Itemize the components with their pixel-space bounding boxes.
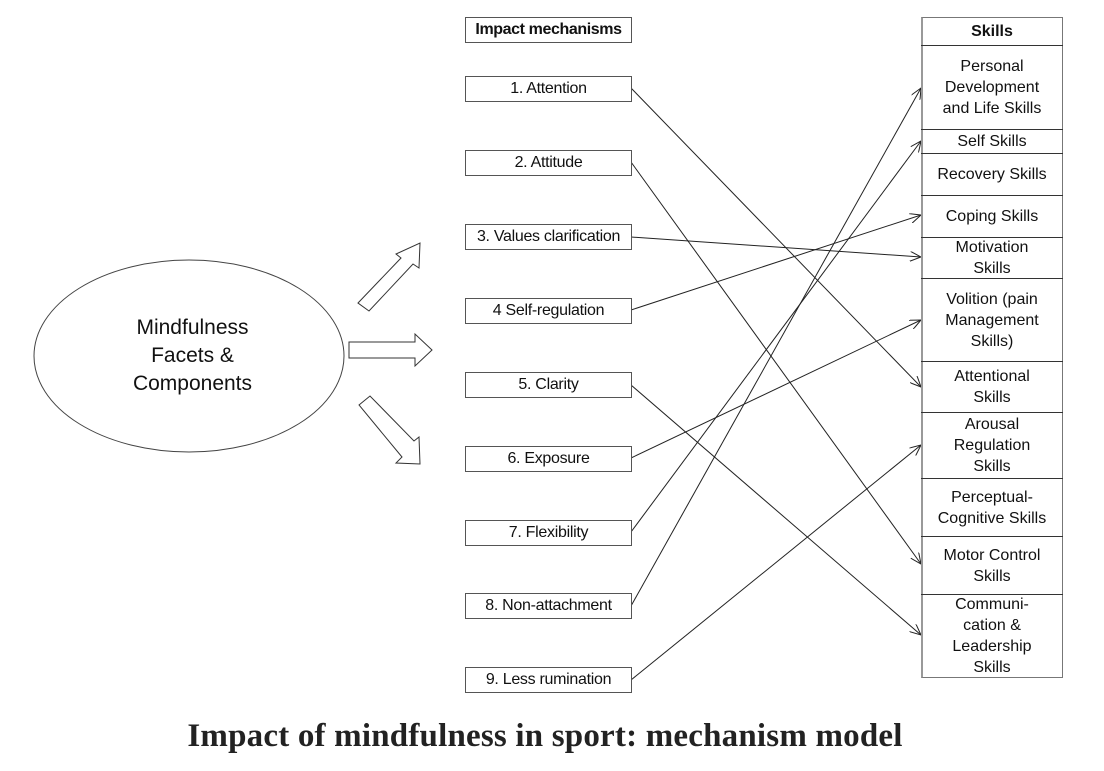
connections-layer <box>630 87 921 681</box>
skill-label: Perceptual-Cognitive Skills <box>937 488 1047 527</box>
skill-arousal-regulation: Arousal Regulation Skills <box>921 412 1063 478</box>
skill-label: Arousal Regulation Skills <box>953 416 1031 475</box>
connection-arrow-m8-to-s1 <box>630 88 921 607</box>
mechanism-box-values-clarification: 3. Values clarification <box>465 224 632 250</box>
skill-label: Coping Skills <box>945 208 1039 225</box>
skills-header: Skills <box>921 18 1063 45</box>
skill-label: Motor Control Skills <box>943 546 1041 585</box>
skill-label: Self Skills <box>957 133 1027 150</box>
mindfulness-label-line: Mindfulness <box>136 316 249 339</box>
connection-arrow-m2-to-s10 <box>630 161 921 564</box>
mechanism-box-clarity: 5. Clarity <box>465 372 632 398</box>
mechanism-box-non-attachment: 8. Non-attachment <box>465 593 632 619</box>
skill-label: Communi- cation & Leadership Skills <box>952 596 1032 676</box>
mindfulness-label-line: Components <box>132 372 253 395</box>
connection-arrow-m5-to-s11 <box>630 384 921 635</box>
mindfulness-ellipse <box>33 259 345 453</box>
skill-coping: Coping Skills <box>921 195 1063 237</box>
mechanism-box-self-regulation: 4 Self-regulation <box>465 298 632 324</box>
skills-header-text: Skills <box>971 23 1013 40</box>
mechanism-box-attitude: 2. Attitude <box>465 150 632 176</box>
skill-attentional: Attentional Skills <box>921 361 1063 412</box>
skill-self: Self Skills <box>921 129 1063 153</box>
block-arrow-up <box>357 242 421 312</box>
skill-label: Personal Development and Life Skills <box>942 58 1042 117</box>
connection-arrow-m9-to-s8 <box>630 445 921 681</box>
skills-column <box>921 17 1063 678</box>
block-arrow-right <box>348 332 433 368</box>
connection-arrow-m6-to-s6 <box>630 320 921 459</box>
mechanism-box-exposure: 6. Exposure <box>465 446 632 472</box>
block-arrow-down <box>358 395 421 465</box>
mechanisms-header: Impact mechanisms <box>465 17 632 43</box>
mindfulness-label-line: Facets & <box>151 344 234 367</box>
skill-communication-leadership: Communi- cation & Leadership Skills <box>921 594 1063 677</box>
skill-label: Motivation Skills <box>955 239 1029 277</box>
skill-motivation: Motivation Skills <box>921 237 1063 278</box>
mindfulness-label: Mindfulness Facets & Components <box>90 314 295 398</box>
skill-recovery: Recovery Skills <box>921 153 1063 195</box>
skill-label: Attentional Skills <box>954 368 1030 406</box>
connection-arrow-m3-to-s5 <box>630 236 921 257</box>
skill-label: Volition (pain Management Skills) <box>945 290 1039 350</box>
skill-personal-development: Personal Development and Life Skills <box>921 45 1063 129</box>
connection-arrow-m7-to-s2 <box>630 141 921 533</box>
mechanism-box-less-rumination: 9. Less rumination <box>465 667 632 693</box>
skill-perceptual-cognitive: Perceptual-Cognitive Skills <box>921 478 1063 536</box>
figure-title: Impact of mindfulness in sport: mechanis… <box>187 718 903 754</box>
mechanism-box-attention: 1. Attention <box>465 76 632 102</box>
connection-arrow-m4-to-s4 <box>630 215 921 311</box>
mechanism-box-flexibility: 7. Flexibility <box>465 520 632 546</box>
connection-arrow-m1-to-s7 <box>630 87 921 387</box>
skill-motor-control: Motor Control Skills <box>921 536 1063 594</box>
skill-volition: Volition (pain Management Skills) <box>921 278 1063 361</box>
skill-label: Recovery Skills <box>937 166 1047 183</box>
